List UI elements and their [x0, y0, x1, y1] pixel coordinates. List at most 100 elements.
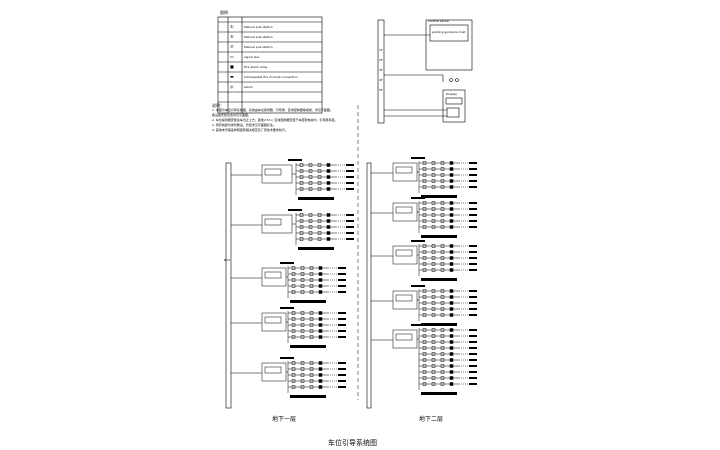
- detector-icon: [449, 268, 454, 272]
- detector-icon: [326, 181, 331, 185]
- detector-icon: [317, 181, 322, 185]
- detector-icon: [300, 290, 305, 294]
- detector-icon: [299, 237, 304, 241]
- controller-panel: [395, 166, 413, 174]
- group-tag: [288, 159, 302, 161]
- detector-icon: [300, 329, 305, 333]
- controller-panel: [264, 316, 282, 324]
- controller-group: [231, 262, 346, 303]
- endpoint-label: [469, 257, 477, 259]
- detector-icon: [440, 185, 445, 189]
- detector-icon: [431, 376, 436, 380]
- detector-icon: [449, 340, 454, 344]
- detector-icon: [318, 272, 323, 276]
- legend-symbol: ▬: [230, 74, 234, 79]
- detector-icon: [440, 301, 445, 305]
- detector-icon: [431, 295, 436, 299]
- endpoint-label: [469, 341, 477, 343]
- endpoint-label: [338, 374, 346, 376]
- detector-icon: [308, 237, 313, 241]
- detector-icon: [422, 370, 427, 374]
- detector-icon: [440, 295, 445, 299]
- detector-icon: [431, 244, 436, 248]
- detector-icon: [326, 169, 331, 173]
- controller-box: [261, 214, 293, 234]
- detector-icon: [299, 219, 304, 223]
- group-tag: [280, 307, 294, 309]
- detector-icon: [309, 311, 314, 315]
- detector-icon: [449, 167, 454, 171]
- endpoint-label: [469, 290, 477, 292]
- detector-icon: [326, 237, 331, 241]
- legend-text: Alarm: [244, 85, 253, 89]
- detector-icon: [422, 376, 427, 380]
- detector-icon: [308, 175, 313, 179]
- detector-icon: [318, 266, 323, 270]
- detector-icon: [291, 379, 296, 383]
- controller-box: [261, 164, 293, 184]
- detector-icon: [431, 334, 436, 338]
- detector-icon: [431, 250, 436, 254]
- detector-icon: [440, 225, 445, 229]
- detector-icon: [449, 250, 454, 254]
- detector-icon: [318, 290, 323, 294]
- detector-icon: [449, 364, 454, 368]
- detector-icon: [431, 219, 436, 223]
- detector-icon: [317, 225, 322, 229]
- endpoint-label: [469, 302, 477, 304]
- detector-icon: [440, 358, 445, 362]
- group-tag: [411, 240, 425, 242]
- detector-icon: [440, 173, 445, 177]
- detector-icon: [309, 373, 314, 377]
- controller-box: [392, 202, 418, 222]
- detector-icon: [422, 364, 427, 368]
- detector-icon: [431, 256, 436, 260]
- group-tag: [411, 285, 425, 287]
- detector-icon: [449, 225, 454, 229]
- detector-icon: [449, 307, 454, 311]
- detector-icon: [317, 187, 322, 191]
- detector-icon: [422, 262, 427, 266]
- detector-icon: [326, 231, 331, 235]
- controller-panel: [264, 168, 282, 176]
- controller-panel: [395, 249, 413, 257]
- detector-icon: [422, 219, 427, 223]
- detector-icon: [449, 256, 454, 260]
- group-label-bar: [290, 345, 326, 348]
- left-bus-bar: [225, 162, 232, 409]
- controller-box: [392, 329, 418, 349]
- detector-icon: [422, 352, 427, 356]
- detector-icon: [309, 335, 314, 339]
- controller-panel: [395, 333, 413, 341]
- detector-icon: [308, 181, 313, 185]
- endpoint-label: [338, 318, 346, 320]
- detector-icon: [300, 373, 305, 377]
- detector-icon: [440, 219, 445, 223]
- endpoint-label: [469, 371, 477, 373]
- controller-panel: [395, 206, 413, 214]
- endpoint-label: [469, 335, 477, 337]
- detector-icon: [308, 219, 313, 223]
- controller-group: [371, 324, 477, 395]
- detector-icon: [431, 179, 436, 183]
- endpoint-label: [469, 314, 477, 316]
- detector-icon: [308, 169, 313, 173]
- controller-box: [261, 267, 287, 287]
- endpoint-label: [469, 226, 477, 228]
- endpoint-label: [469, 202, 477, 204]
- detector-icon: [422, 358, 427, 362]
- notes-line: 4. 其他未尽事宜参照国家相关规范及厂家技术要求执行。: [212, 128, 288, 132]
- endpoint-label: [469, 186, 477, 188]
- detector-icon: [308, 231, 313, 235]
- detector-icon: [440, 167, 445, 171]
- detector-icon: [317, 213, 322, 217]
- detector-icon: [291, 272, 296, 276]
- detector-icon: [431, 313, 436, 317]
- endpoint-label: [469, 353, 477, 355]
- legend-symbol: ▭: [230, 54, 234, 59]
- endpoint-label: [469, 180, 477, 182]
- detector-icon: [318, 373, 323, 377]
- detector-icon: [326, 175, 331, 179]
- controller-box: [261, 362, 287, 382]
- detector-icon: [440, 340, 445, 344]
